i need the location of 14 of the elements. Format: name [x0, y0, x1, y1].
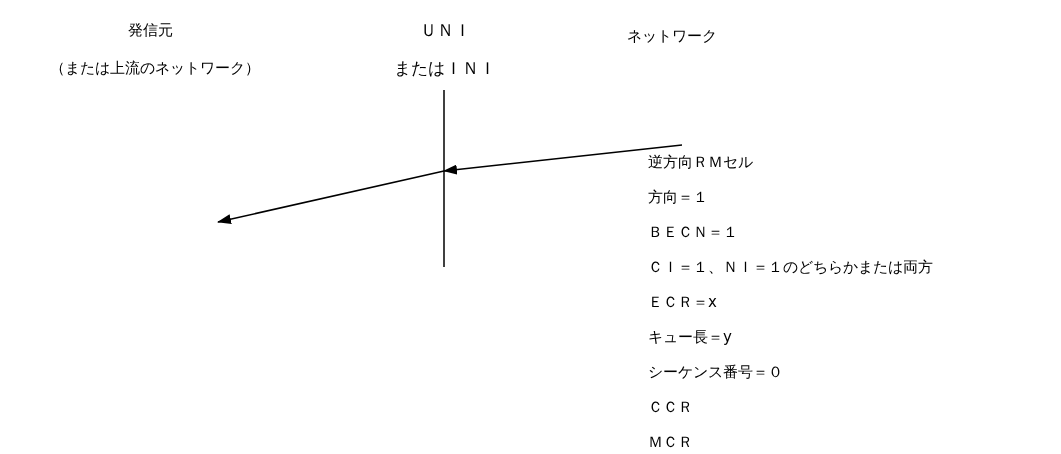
cell-field-label: ＢＥＣＮ＝１ [648, 222, 738, 242]
cell-field-label: ＥＣＲ＝x [648, 292, 717, 312]
cell-field-label: 逆方向ＲＭセル [648, 152, 753, 172]
header-label: 発信元 [127, 20, 173, 40]
cell-field-label: ＭＣＲ [648, 432, 693, 452]
cell-field-label: 方向＝１ [648, 187, 708, 207]
header-label: ネットワーク [627, 26, 717, 46]
cell-field-label: ＣＣＲ [648, 397, 693, 417]
header-label: （または上流のネットワーク） [50, 58, 260, 78]
header-label: またはＩＮＩ [394, 58, 496, 78]
cell-field-label: シーケンス番号＝０ [648, 362, 783, 382]
header-label: ＵＮＩ [419, 20, 471, 40]
cell-field-label: キュー長＝y [648, 327, 732, 347]
cell-field-label: ＣＩ＝１、ＮＩ＝１のどちらかまたは両方 [648, 257, 933, 277]
